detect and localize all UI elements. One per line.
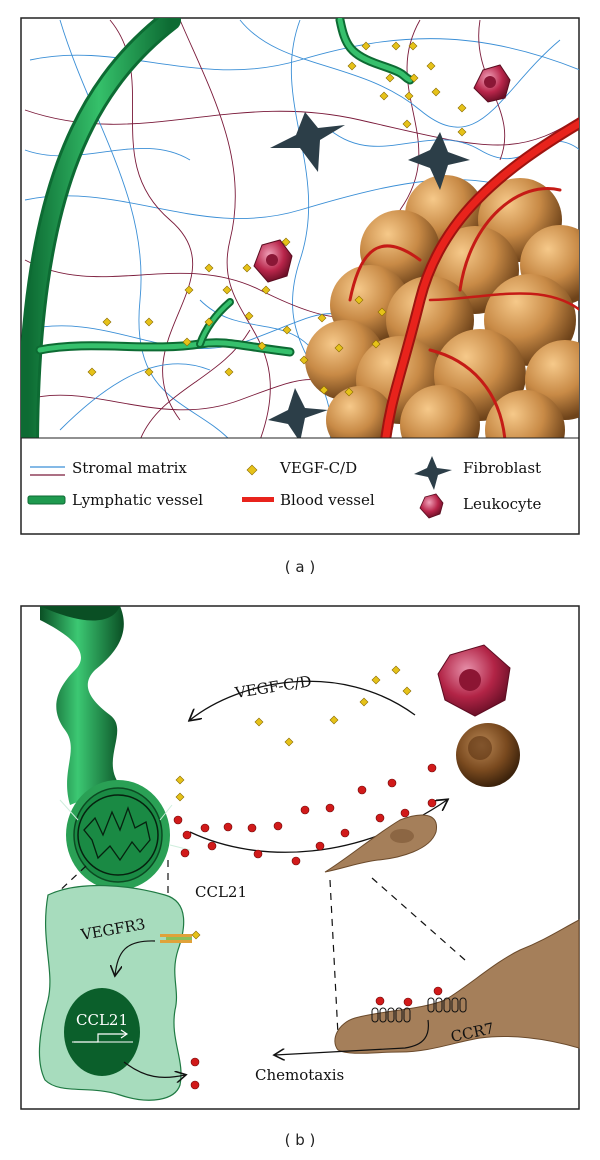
chemotaxis-arrow [275,1019,430,1055]
migrating-cell [324,814,437,873]
signal-arrow [115,940,156,975]
blood-vessels [348,117,579,438]
lumen-outline [77,794,159,876]
panel-a-figure: Stromal matrix Lymphatic vessel VEGF-C/D… [20,17,580,576]
legend: Stromal matrix Lymphatic vessel VEGF-C/D… [27,456,542,519]
vegf-particles-b [175,665,412,802]
legend-stromal-matrix: Stromal matrix [72,459,187,477]
panel-a: Stromal matrix Lymphatic vessel VEGF-C/D… [20,17,580,576]
secretion-arrow [123,1061,185,1077]
blood-vessel-swatch [242,497,274,502]
fibroblasts [268,112,470,438]
legend-fibroblast: Fibroblast [463,459,541,477]
vegf-arrow [190,680,416,720]
leukocyte-b [437,644,511,717]
vegfr3-receptor [160,930,201,943]
lymphatic-vessel-swatch [27,495,66,505]
label-chemotaxis: Chemotaxis [255,1066,344,1084]
zoom-lines [54,860,466,1036]
caption-a: ( a ) [285,558,315,576]
legend-lymphatic-vessel: Lymphatic vessel [72,491,203,509]
caption-b: ( b ) [285,1131,316,1149]
lymphatic-vessels [21,18,415,438]
vegf-particles [87,41,467,397]
legend-blood-vessel: Blood vessel [280,491,375,509]
leukocytes [253,64,511,283]
secreted-ccl21-1 [190,1057,200,1067]
secreted-ccl21-2 [190,1080,200,1090]
panel-a-scene [21,18,579,438]
vegf-swatch [246,464,258,476]
lymphatic-vessel-b [40,606,191,890]
ccl21-particles [173,763,437,866]
bound-ccl21-2 [403,997,413,1007]
label-ccl21: CCL21 [195,883,247,901]
panel-b: VEGF-C/D [0,590,600,1160]
legend-vegf: VEGF-C/D [279,459,357,477]
label-ccl21-gene: CCL21 [76,1011,128,1029]
bound-ccl21-1 [375,996,385,1006]
panel-b-figure: VEGF-C/D [20,605,580,1149]
lumen-junctions [83,806,151,862]
ccr7-receptors [371,997,467,1023]
fibroblast-swatch [414,456,452,490]
tumor-mass [305,175,579,438]
legend-leukocyte: Leukocyte [463,495,542,513]
bound-ccl21-3 [433,986,443,996]
leukocyte-swatch [419,493,444,519]
nucleus [64,988,140,1076]
